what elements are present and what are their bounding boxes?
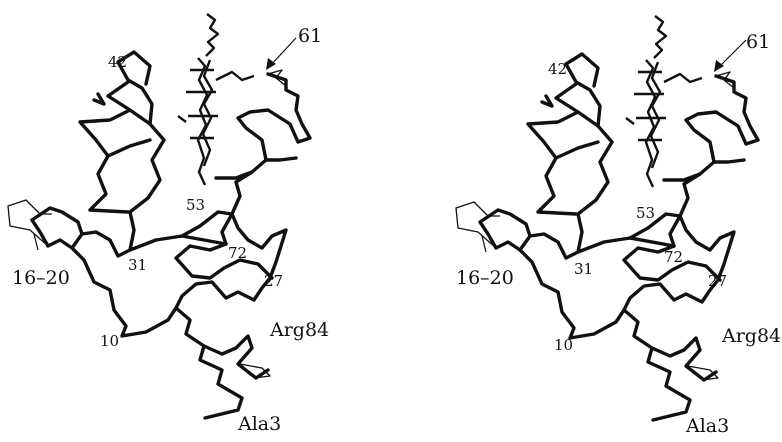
label-72: 72 xyxy=(228,244,247,262)
label-16-20-right: 16–20 xyxy=(456,267,514,289)
label-10-right: 10 xyxy=(554,336,573,354)
label-31: 31 xyxy=(128,256,147,274)
label-27: 27 xyxy=(264,272,283,290)
label-42: 42 xyxy=(108,53,127,71)
label-ala3-right: Ala3 xyxy=(685,415,729,437)
label-arg84: Arg84 xyxy=(269,319,329,341)
arrowhead-61-left xyxy=(266,58,276,70)
label-arg84-right: Arg84 xyxy=(721,325,781,347)
pointer-61-left xyxy=(270,38,296,66)
arrowhead-61-right xyxy=(714,60,724,72)
left-stereo-panel: 42 61 53 31 72 27 16–20 10 Arg84 Ala3 xyxy=(8,14,329,435)
label-61-right: 61 xyxy=(746,31,770,53)
label-ala3: Ala3 xyxy=(237,413,281,435)
label-10: 10 xyxy=(100,332,119,350)
label-31-right: 31 xyxy=(574,260,593,278)
label-53-right: 53 xyxy=(636,204,655,222)
label-72-right: 72 xyxy=(664,248,683,266)
pointer-61-right xyxy=(718,40,746,68)
right-stereo-panel: 42 61 53 31 72 27 16–20 10 Arg84 Ala3 xyxy=(456,16,781,437)
label-53: 53 xyxy=(186,196,205,214)
label-16-20: 16–20 xyxy=(12,267,70,289)
label-42-right: 42 xyxy=(548,60,567,78)
label-61: 61 xyxy=(298,25,322,47)
label-27-right: 27 xyxy=(708,272,727,290)
